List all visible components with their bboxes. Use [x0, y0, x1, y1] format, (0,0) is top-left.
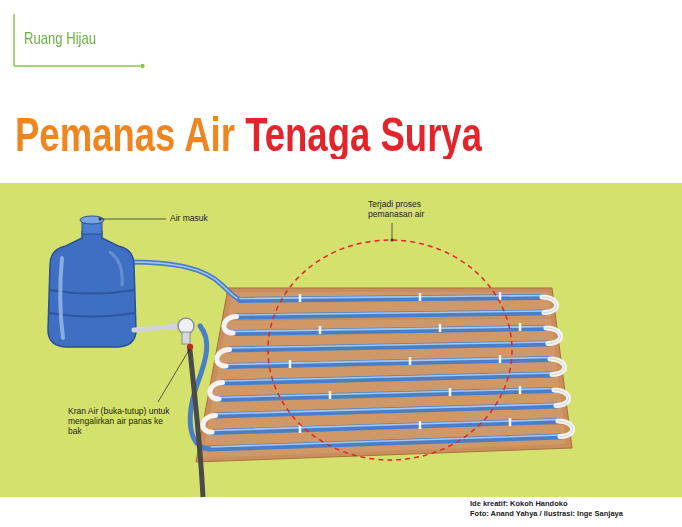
inlet-hose	[128, 262, 240, 300]
heating-tubes	[203, 292, 573, 449]
callout-label: Air masuk	[170, 213, 208, 223]
callout-label: Kran Air (buka-tutup) untuk mengalirkan …	[68, 406, 170, 437]
heating-zone	[268, 240, 512, 460]
section-bracket	[14, 14, 145, 68]
water-gallon	[48, 216, 136, 347]
page-title: Pemanas Air Tenaga Surya	[15, 111, 482, 159]
wooden-board	[196, 288, 572, 462]
credit-text: Foto: Anand Yahya / Ilustrasi: Inge Sanj…	[470, 509, 623, 518]
callout-label: Terjadi proses pemanasan air	[368, 199, 440, 219]
green-panel	[0, 183, 682, 497]
leader-lines	[99, 218, 394, 403]
credit-text: Ide kreatif: Kokoh Handoko	[470, 499, 568, 508]
section-label: Ruang Hijau	[24, 30, 96, 47]
